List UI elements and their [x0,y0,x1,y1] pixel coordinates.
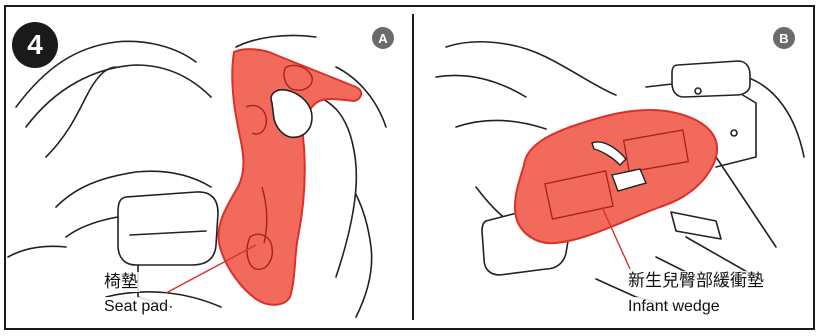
panel-b-badge: B [773,27,795,49]
infant-wedge-label-chinese: 新生兒臀部緩衝墊 [626,271,766,291]
infant-wedge-label-english: Infant wedge [626,297,722,317]
seat-pad-label-chinese: 椅墊 [102,272,140,292]
step-number-badge: 4 [12,22,58,68]
panel-a-badge: A [372,27,394,49]
panel-a-illustration [6,7,411,328]
panel-divider [412,14,414,320]
seat-pad-label-english: Seat pad [102,297,170,317]
